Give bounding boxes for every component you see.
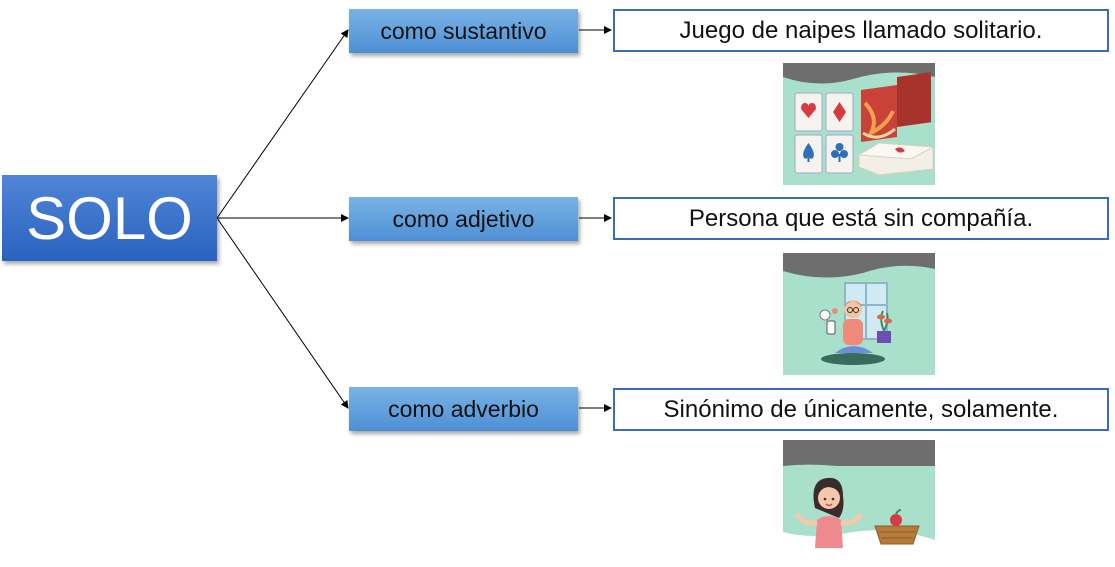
category-adjetivo: como adjetivo (349, 197, 578, 241)
definition-adjetivo: Persona que está sin compañía. (613, 197, 1109, 240)
category-adverbio: como adverbio (349, 387, 578, 431)
definition-sustantivo: Juego de naipes llamado solitario. (613, 9, 1109, 52)
category-sustantivo: como sustantivo (349, 9, 578, 53)
root-node-solo: SOLO (2, 175, 217, 261)
connector-root-to-adverbio (216, 217, 349, 409)
definition-adverbio: Sinónimo de únicamente, solamente. (613, 388, 1109, 431)
playing-cards-illustration (783, 63, 935, 185)
girl-with-basket-illustration (783, 440, 935, 562)
connector-root-to-sustantivo (216, 29, 349, 219)
person-alone-illustration (783, 253, 935, 375)
